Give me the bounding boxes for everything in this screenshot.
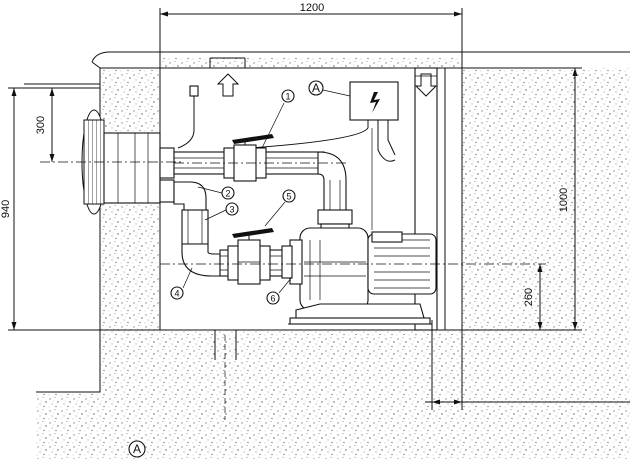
valve-handle-1 — [232, 134, 274, 144]
callout-2: 2 — [225, 189, 230, 199]
electrical-box — [249, 81, 399, 230]
valve-handle-5 — [232, 228, 274, 238]
floor-drain — [210, 329, 240, 360]
top-slab — [91, 51, 630, 330]
callout-6: 6 — [270, 294, 275, 304]
lightning-icon — [370, 92, 380, 113]
callout-3: 3 — [229, 205, 234, 215]
dim-pipe-offset: 300 — [35, 116, 47, 134]
dim-pump-axis: 260 — [523, 288, 535, 306]
dim-width-total: 1200 — [300, 2, 324, 14]
dimension-lines — [8, 8, 630, 410]
callout-4: 4 — [174, 289, 179, 299]
arrow-down-icon — [414, 73, 438, 97]
pump — [281, 227, 437, 325]
soil-right — [462, 68, 630, 330]
dim-height-right: 1000 — [558, 188, 570, 212]
soil-bottom — [36, 330, 630, 459]
callout-1: 1 — [285, 92, 290, 102]
soil-top — [160, 58, 462, 68]
callout-5: 5 — [286, 192, 291, 202]
sensor — [177, 85, 199, 149]
marker-legend: A — [133, 442, 141, 456]
arrow-up-icon — [216, 73, 240, 97]
marker-electrical-box: A — [312, 81, 320, 95]
callouts — [128, 80, 351, 458]
dim-height-left: 940 — [0, 200, 12, 218]
